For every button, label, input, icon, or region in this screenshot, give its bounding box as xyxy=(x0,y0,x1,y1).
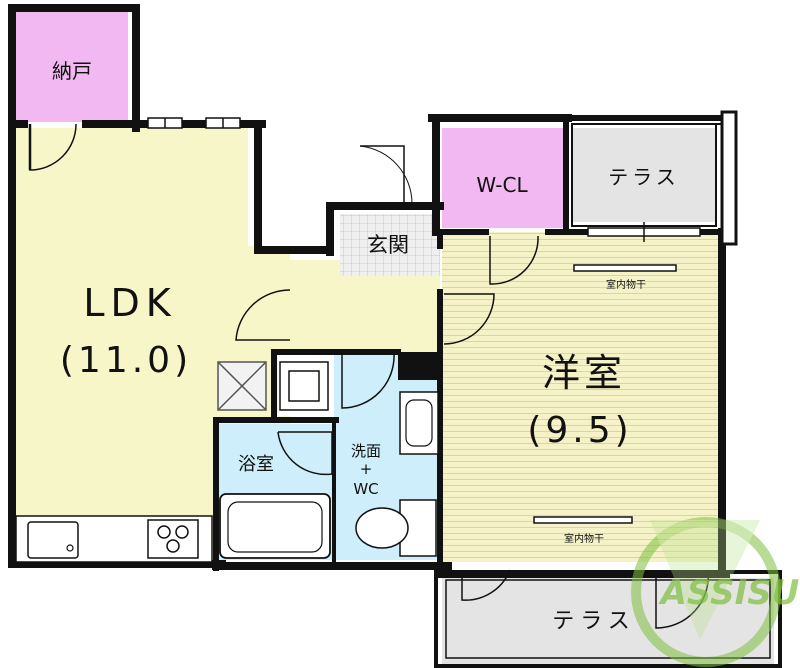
sink-drain xyxy=(66,544,74,552)
washroom-label-2: + xyxy=(360,460,373,478)
bathroom-label: 浴室 xyxy=(238,454,274,475)
terrace-upper-frame xyxy=(720,110,738,246)
washbasin-bowl xyxy=(405,399,433,447)
wcl-label: W-CL xyxy=(476,173,528,197)
pillar xyxy=(398,352,440,380)
toilet-bowl xyxy=(355,507,409,549)
washing-machine-drum xyxy=(288,370,320,402)
ldk-windows xyxy=(147,117,241,129)
western-room-size: (9.5) xyxy=(527,410,632,451)
drying-rack-upper-label: 室内物干 xyxy=(606,278,646,291)
washroom-label-3: WC xyxy=(353,480,378,498)
pipe-shaft xyxy=(217,361,267,411)
entrance-label: 玄関 xyxy=(367,233,409,257)
storage-floor xyxy=(16,12,128,122)
wcl-floor xyxy=(442,128,564,228)
kitchen-sink xyxy=(27,521,79,559)
ldk-label: LDK xyxy=(83,281,176,325)
western-room-label: 洋室 xyxy=(542,351,626,395)
drying-rack-lower-label: 室内物干 xyxy=(564,532,604,545)
terrace-lower-floor xyxy=(442,578,774,664)
watermark-text: ASSISU xyxy=(658,573,800,613)
terrace-window xyxy=(587,222,701,242)
drying-rack-lower xyxy=(533,516,633,524)
storage-label: 納戸 xyxy=(52,59,92,83)
bathtub-inner xyxy=(227,501,323,553)
assisu-watermark xyxy=(631,517,781,667)
drying-rack-upper xyxy=(573,264,677,272)
entrance-floor xyxy=(340,214,440,276)
doors xyxy=(28,123,710,629)
cooktop xyxy=(147,519,199,559)
terrace-upper-label: テラス xyxy=(608,165,680,189)
terrace-upper-outline xyxy=(571,123,717,227)
western-room-floor xyxy=(442,232,718,562)
terrace-lower-frame xyxy=(434,570,782,668)
walls xyxy=(8,4,730,578)
washroom-label-1: 洗面 xyxy=(351,442,381,460)
terrace-lower-label: テラス xyxy=(552,609,636,634)
ldk-size: (11.0) xyxy=(60,340,192,381)
terrace-upper-floor xyxy=(572,128,716,222)
